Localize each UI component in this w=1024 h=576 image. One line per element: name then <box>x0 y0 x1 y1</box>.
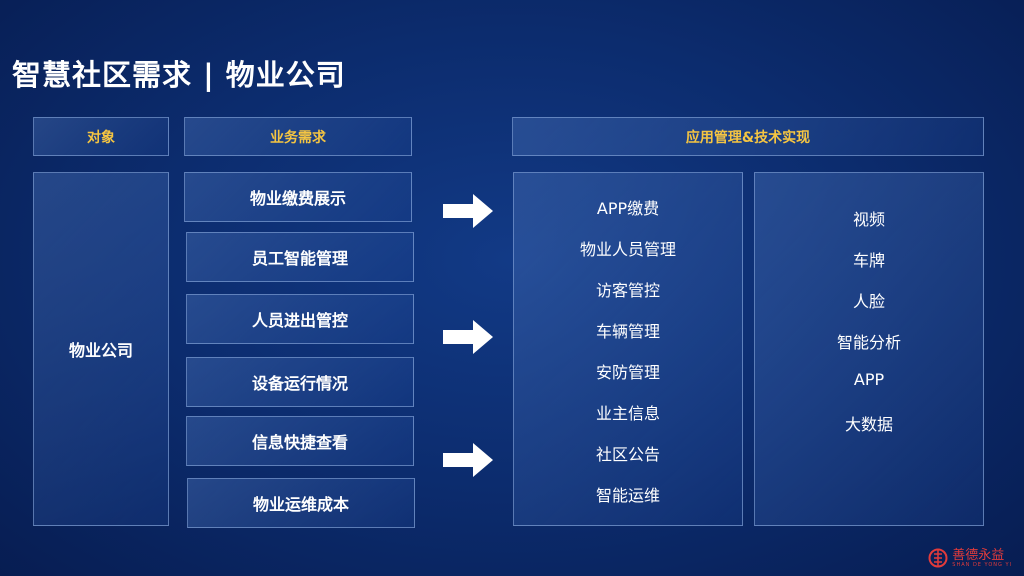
logo-emblem-icon <box>928 548 948 568</box>
arrow-right-icon <box>443 320 493 354</box>
logo-name: 善德永益 <box>952 547 1005 563</box>
business-item-label: 员工智能管理 <box>251 249 348 268</box>
business-item: 物业缴费展示 <box>184 172 412 222</box>
business-item-label: 人员进出管控 <box>251 311 348 330</box>
tech-item: 人脸 <box>852 292 885 311</box>
business-item-label: 信息快捷查看 <box>251 433 348 452</box>
tech-item: APP <box>853 370 885 389</box>
logo-subtitle: SHAN DE YONG YI <box>952 561 1012 568</box>
tech-item: 视频 <box>852 210 885 229</box>
tech-item: 智能分析 <box>836 333 901 352</box>
app-item: 安防管理 <box>595 363 660 382</box>
business-item: 物业运维成本 <box>187 478 415 528</box>
header-object-label: 对象 <box>87 129 115 146</box>
app-item: 智能运维 <box>595 486 660 505</box>
app-item: 社区公告 <box>595 445 660 464</box>
business-item-label: 物业运维成本 <box>252 495 349 514</box>
page-title: 智慧社区需求 | 物业公司 <box>12 58 346 92</box>
business-item-label: 设备运行情况 <box>251 374 348 393</box>
tech-item: 大数据 <box>844 415 893 434</box>
header-tech: 应用管理&技术实现 <box>512 117 984 156</box>
business-item: 人员进出管控 <box>186 294 414 344</box>
header-business: 业务需求 <box>184 117 412 156</box>
business-item-label: 物业缴费展示 <box>249 189 346 208</box>
object-box: 物业公司 <box>33 172 169 526</box>
tech-box: 视频 车牌 人脸 智能分析 APP 大数据 <box>754 172 984 526</box>
arrow-right-icon <box>443 443 493 477</box>
header-business-label: 业务需求 <box>270 129 326 146</box>
app-item: 访客管控 <box>595 281 660 300</box>
app-item: 物业人员管理 <box>579 240 676 259</box>
app-item: APP缴费 <box>596 199 660 218</box>
app-item: 车辆管理 <box>595 322 660 341</box>
business-item: 信息快捷查看 <box>186 416 414 466</box>
apps-box: APP缴费 物业人员管理 访客管控 车辆管理 安防管理 业主信息 社区公告 智能… <box>513 172 743 526</box>
tech-item: 车牌 <box>852 251 885 270</box>
business-item: 设备运行情况 <box>186 357 414 407</box>
header-object: 对象 <box>33 117 169 156</box>
company-logo: 善德永益 SHAN DE YONG YI <box>928 548 1012 568</box>
arrow-right-icon <box>443 194 493 228</box>
business-item: 员工智能管理 <box>186 232 414 282</box>
app-item: 业主信息 <box>595 404 660 423</box>
object-label: 物业公司 <box>68 341 133 360</box>
header-tech-label: 应用管理&技术实现 <box>685 129 811 146</box>
